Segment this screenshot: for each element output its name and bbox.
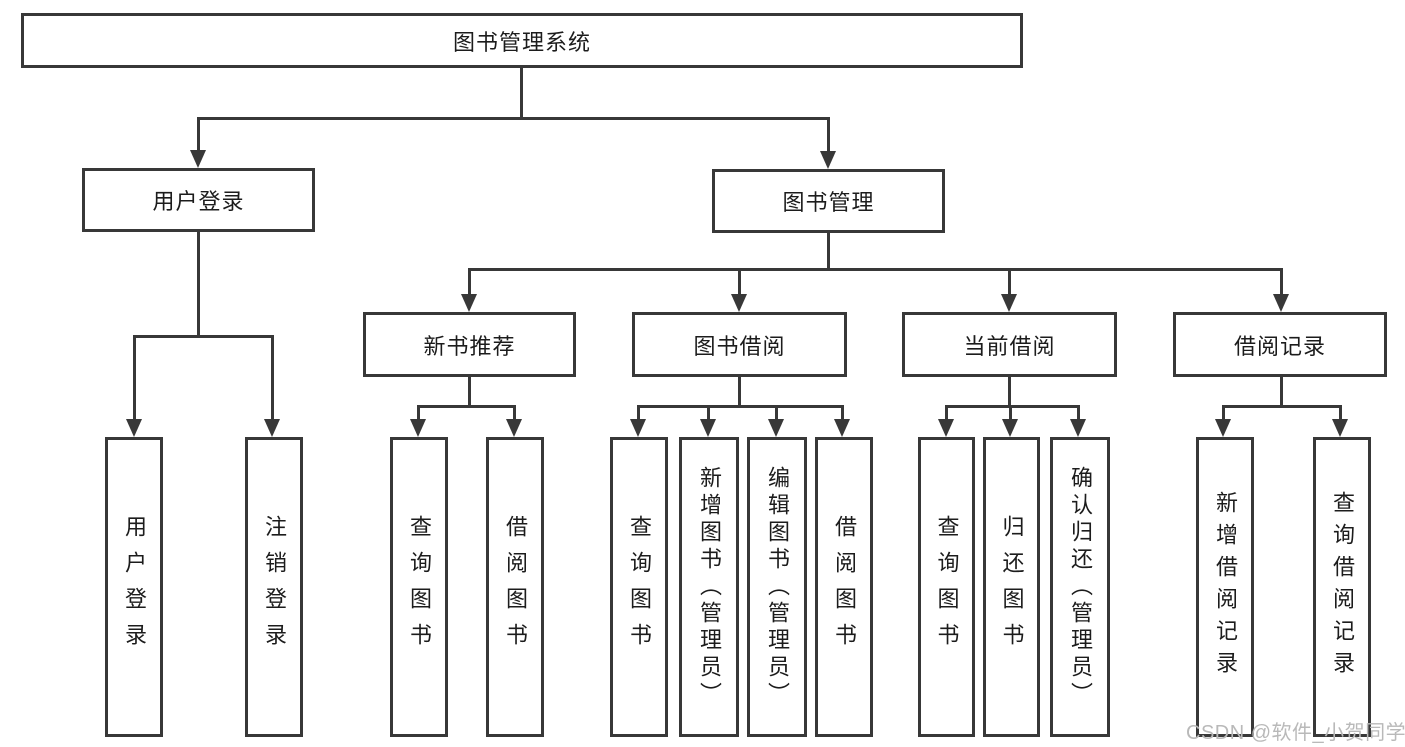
arrow-down-icon — [461, 294, 477, 312]
arrow-down-icon — [264, 419, 280, 437]
connector-borrow-stem — [738, 377, 741, 408]
leaf-add-borrow-record: 新增借阅记录 — [1196, 437, 1254, 737]
node-book-borrowing: 图书借阅 — [632, 312, 847, 377]
connector-drop-leaf — [271, 335, 274, 420]
leaf-logout: 注销登录 — [245, 437, 303, 737]
leaf-add-books-admin: 新增图书（管理员） — [679, 437, 739, 737]
connector-borrow-rail — [637, 405, 844, 408]
leaf-query-books-current: 查询图书 — [918, 437, 975, 737]
arrow-down-icon — [1273, 294, 1289, 312]
leaf-borrow-books: 借阅图书 — [815, 437, 873, 737]
node-borrowing-records: 借阅记录 — [1173, 312, 1387, 377]
connector-drop-records — [1280, 268, 1283, 295]
connector-current-stem — [1008, 377, 1011, 408]
connector-current-rail — [945, 405, 1080, 408]
leaf-query-borrow-record: 查询借阅记录 — [1313, 437, 1371, 737]
arrow-down-icon — [1002, 419, 1018, 437]
arrow-down-icon — [506, 419, 522, 437]
connector-user-login-rail — [133, 335, 274, 338]
arrow-down-icon — [820, 151, 836, 169]
connector-level3-rail — [468, 268, 1283, 271]
node-new-book-recommendation: 新书推荐 — [363, 312, 576, 377]
arrow-down-icon — [768, 419, 784, 437]
arrow-down-icon — [410, 419, 426, 437]
arrow-down-icon — [1070, 419, 1086, 437]
leaf-borrow-books-recommend: 借阅图书 — [486, 437, 544, 737]
connector-drop-current — [1008, 268, 1011, 295]
leaf-return-books: 归还图书 — [983, 437, 1040, 737]
arrow-down-icon — [630, 419, 646, 437]
leaf-query-books-recommend: 查询图书 — [390, 437, 448, 737]
arrow-down-icon — [126, 419, 142, 437]
connector-drop-leaf — [513, 405, 516, 420]
connector-book-mgmt-stem — [827, 233, 830, 271]
connector-new-book-rail — [417, 405, 516, 408]
connector-drop-leaf — [841, 405, 844, 420]
connector-drop-leaf — [1222, 405, 1225, 420]
connector-drop-leaf — [133, 335, 136, 420]
leaf-edit-books-admin: 编辑图书（管理员） — [747, 437, 807, 737]
connector-drop-borrow — [738, 268, 741, 295]
node-user-login: 用户登录 — [82, 168, 315, 232]
connector-drop-leaf — [775, 405, 778, 420]
connector-root-stem — [520, 66, 523, 119]
connector-drop-leaf — [417, 405, 420, 420]
connector-drop-leaf — [945, 405, 948, 420]
connector-drop-leaf — [1077, 405, 1080, 420]
connector-new-book-stem — [468, 377, 471, 408]
connector-drop-user-login — [197, 117, 200, 151]
connector-user-login-stem — [197, 232, 200, 338]
connector-records-rail — [1222, 405, 1342, 408]
arrow-down-icon — [938, 419, 954, 437]
connector-drop-leaf — [707, 405, 710, 420]
arrow-down-icon — [1332, 419, 1348, 437]
arrow-down-icon — [190, 150, 206, 168]
connector-drop-book-mgmt — [827, 117, 830, 152]
node-book-management: 图书管理 — [712, 169, 945, 233]
connector-records-stem — [1280, 377, 1283, 408]
arrow-down-icon — [1001, 294, 1017, 312]
connector-drop-leaf — [637, 405, 640, 420]
arrow-down-icon — [731, 294, 747, 312]
leaf-query-books-borrow: 查询图书 — [610, 437, 668, 737]
arrow-down-icon — [1215, 419, 1231, 437]
node-current-borrowing: 当前借阅 — [902, 312, 1117, 377]
csdn-watermark: CSDN @软件_小贺同学 — [1186, 722, 1405, 744]
arrow-down-icon — [834, 419, 850, 437]
node-library-system-root: 图书管理系统 — [21, 13, 1023, 68]
connector-drop-leaf — [1339, 405, 1342, 420]
connector-drop-new-book — [468, 268, 471, 295]
leaf-user-login: 用户登录 — [105, 437, 163, 737]
connector-level2-rail — [197, 117, 830, 120]
arrow-down-icon — [700, 419, 716, 437]
leaf-confirm-return-admin: 确认归还（管理员） — [1050, 437, 1110, 737]
connector-drop-leaf — [1009, 405, 1012, 420]
